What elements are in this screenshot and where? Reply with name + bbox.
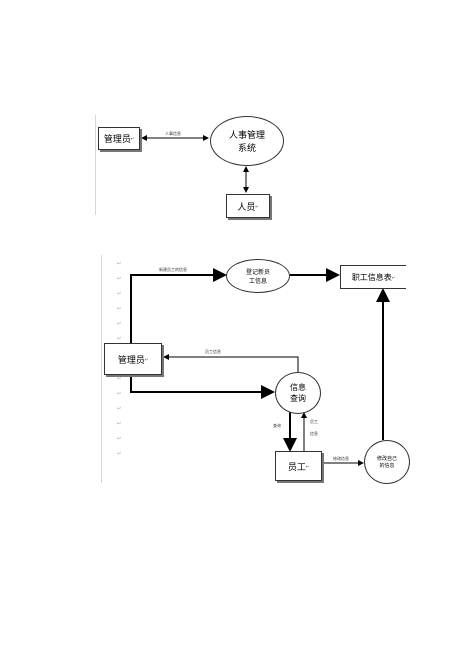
employee-box: 员工↵ bbox=[275, 451, 322, 481]
table-label: 职工信息表 bbox=[351, 272, 392, 282]
admin-box-2: 管理员↵ bbox=[104, 343, 162, 375]
admin-box-1: 管理员↵ bbox=[98, 127, 140, 150]
admin-label: 管理员 bbox=[117, 355, 145, 366]
admin-to-query-arrow bbox=[130, 375, 275, 399]
flow-label-emp-info-vertical-1: 员工 bbox=[310, 419, 318, 424]
register-label-line2: 工信息 bbox=[248, 278, 267, 285]
person-box: 人员↵ bbox=[226, 194, 270, 218]
modify-label-line1: 修改自己 bbox=[376, 456, 397, 462]
admin-label: 管理员 bbox=[103, 135, 131, 145]
margin-line bbox=[101, 255, 102, 483]
flow-label-query: 查询 bbox=[273, 423, 281, 428]
flow-label-emp-info: 员工信息 bbox=[205, 349, 221, 354]
margin-line bbox=[95, 115, 96, 215]
flow-label-new-info: 新建员工的信息 bbox=[159, 267, 187, 272]
register-process: 登记新员 工信息 bbox=[226, 259, 290, 293]
modify-process: 修改自己 的信息 bbox=[364, 440, 410, 484]
query-label-line1: 信息 bbox=[290, 383, 306, 392]
employee-label: 员工 bbox=[287, 462, 306, 473]
hr-system-process: 人事管理 系统 bbox=[210, 116, 284, 166]
admin-to-register-arrow bbox=[130, 268, 227, 343]
query-process: 信息 查询 bbox=[275, 372, 321, 414]
query-label-line2: 查询 bbox=[290, 394, 306, 403]
employee-info-table-store: 职工信息表↵ bbox=[340, 265, 406, 289]
query-to-admin-arrow bbox=[163, 354, 299, 372]
system-label-line1: 人事管理 bbox=[228, 131, 265, 141]
flow-label-modify: 修改信息 bbox=[333, 456, 349, 461]
flow-label-hr-info: 人事信息 bbox=[165, 131, 181, 136]
register-label-line1: 登记新员 bbox=[245, 269, 270, 276]
person-label: 人员 bbox=[237, 202, 256, 213]
modify-label-line2: 的信息 bbox=[379, 463, 395, 469]
system-label-line2: 系统 bbox=[237, 144, 256, 154]
flow-label-emp-info-vertical-2: 信息 bbox=[310, 431, 318, 436]
